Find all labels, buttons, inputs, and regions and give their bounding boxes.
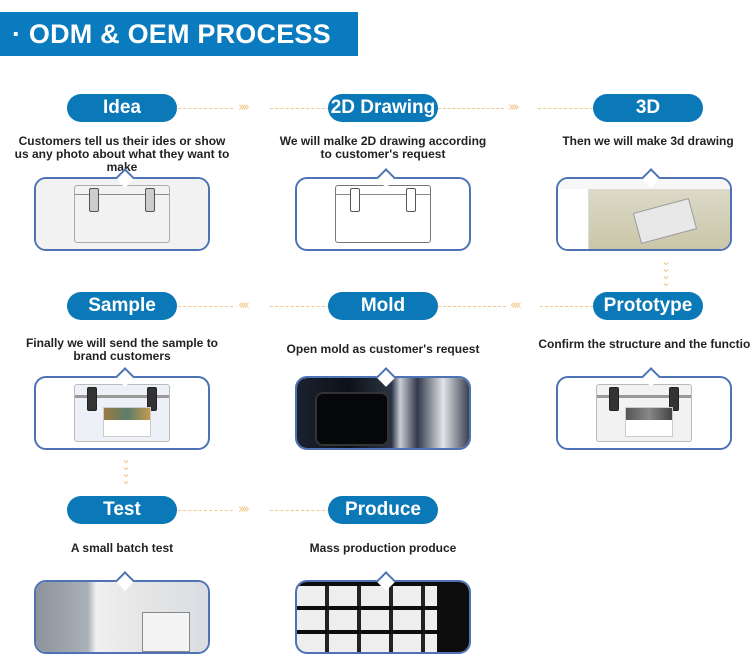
connector-3d-to-prototype: ⌄ ⌄ ⌄ ⌄	[659, 254, 673, 289]
arrow-down-icon: ⌄	[120, 452, 132, 466]
arrow-right-icon: ››››	[508, 100, 520, 115]
step-image-prototype	[556, 376, 732, 450]
step-label-pill: Produce	[328, 496, 438, 524]
arrow-down-icon: ⌄	[120, 466, 132, 480]
step-mold: Mold Open mold as customer's request	[287, 292, 479, 462]
step-description: Customers tell us their ides or show us …	[14, 134, 230, 174]
connector-idea-to-2d: ››››	[178, 100, 330, 115]
step-image-test	[34, 580, 210, 654]
step-label-pill: Sample	[67, 292, 177, 320]
mold-machine-image	[297, 378, 469, 448]
arrow-down-icon: ⌄	[660, 254, 672, 268]
arrow-down-icon: ⌄	[660, 268, 672, 282]
arrow-down-icon: ⌄	[120, 473, 132, 487]
step-label-pill: 2D Drawing	[328, 94, 438, 122]
step-image-idea	[34, 177, 210, 251]
step-description: Then we will make 3d drawing	[562, 134, 734, 148]
cooler-sample-image	[36, 378, 208, 448]
cad-3d-model-image	[558, 179, 730, 249]
step-idea: Idea Customers tell us their ides or sho…	[15, 94, 229, 264]
step-label-pill: Mold	[328, 292, 438, 320]
connector-mold-to-sample: ‹‹‹‹	[178, 298, 330, 313]
step-description: A small batch test	[70, 541, 174, 555]
step-label-pill: 3D	[593, 94, 703, 122]
step-image-3d	[556, 177, 732, 251]
step-description: Open mold as customer's request	[286, 342, 480, 356]
arrow-left-icon: ‹‹‹‹	[510, 298, 522, 313]
arrow-down-icon: ⌄	[120, 459, 132, 473]
step-description: Confirm the structure and the function	[538, 337, 750, 351]
step-image-2d-drawing	[295, 177, 471, 251]
step-sample: Sample Finally we will send the sample t…	[26, 292, 218, 462]
step-description: Finally we will send the sample to brand…	[25, 336, 219, 363]
connector-test-to-produce: ››››	[178, 502, 330, 517]
arrow-down-icon: ⌄	[660, 275, 672, 289]
step-3d: 3D Then we will make 3d drawing	[558, 94, 738, 264]
cooler-sketch-image	[36, 179, 208, 249]
step-label-pill: Prototype	[593, 292, 703, 320]
arrow-down-icon: ⌄	[660, 261, 672, 275]
step-test: Test A small batch test	[32, 496, 212, 666]
production-line-image	[297, 582, 469, 652]
step-image-sample	[34, 376, 210, 450]
connector-prototype-to-mold: ‹‹‹‹	[438, 298, 593, 313]
cooler-prototype-image	[558, 378, 730, 448]
step-description: We will malke 2D drawing according to cu…	[279, 134, 487, 161]
step-label-pill: Test	[67, 496, 177, 524]
connector-2d-to-3d: ››››	[438, 100, 593, 115]
arrow-right-icon: ››››	[238, 502, 250, 517]
arrow-right-icon: ››››	[238, 100, 250, 115]
page-title-banner: · ODM & OEM PROCESS	[0, 12, 358, 56]
cooler-line-drawing-image	[297, 179, 469, 249]
arrow-left-icon: ‹‹‹‹	[238, 298, 250, 313]
connector-sample-to-test: ⌄ ⌄ ⌄ ⌄	[119, 452, 133, 487]
step-produce: Produce Mass production produce	[293, 496, 473, 666]
step-image-produce	[295, 580, 471, 654]
step-description: Mass production produce	[309, 541, 457, 555]
step-prototype: Prototype Confirm the structure and the …	[538, 292, 750, 462]
step-label-pill: Idea	[67, 94, 177, 122]
step-2d-drawing: 2D Drawing We will malke 2D drawing acco…	[280, 94, 486, 264]
test-lab-image	[36, 582, 208, 652]
step-image-mold	[295, 376, 471, 450]
